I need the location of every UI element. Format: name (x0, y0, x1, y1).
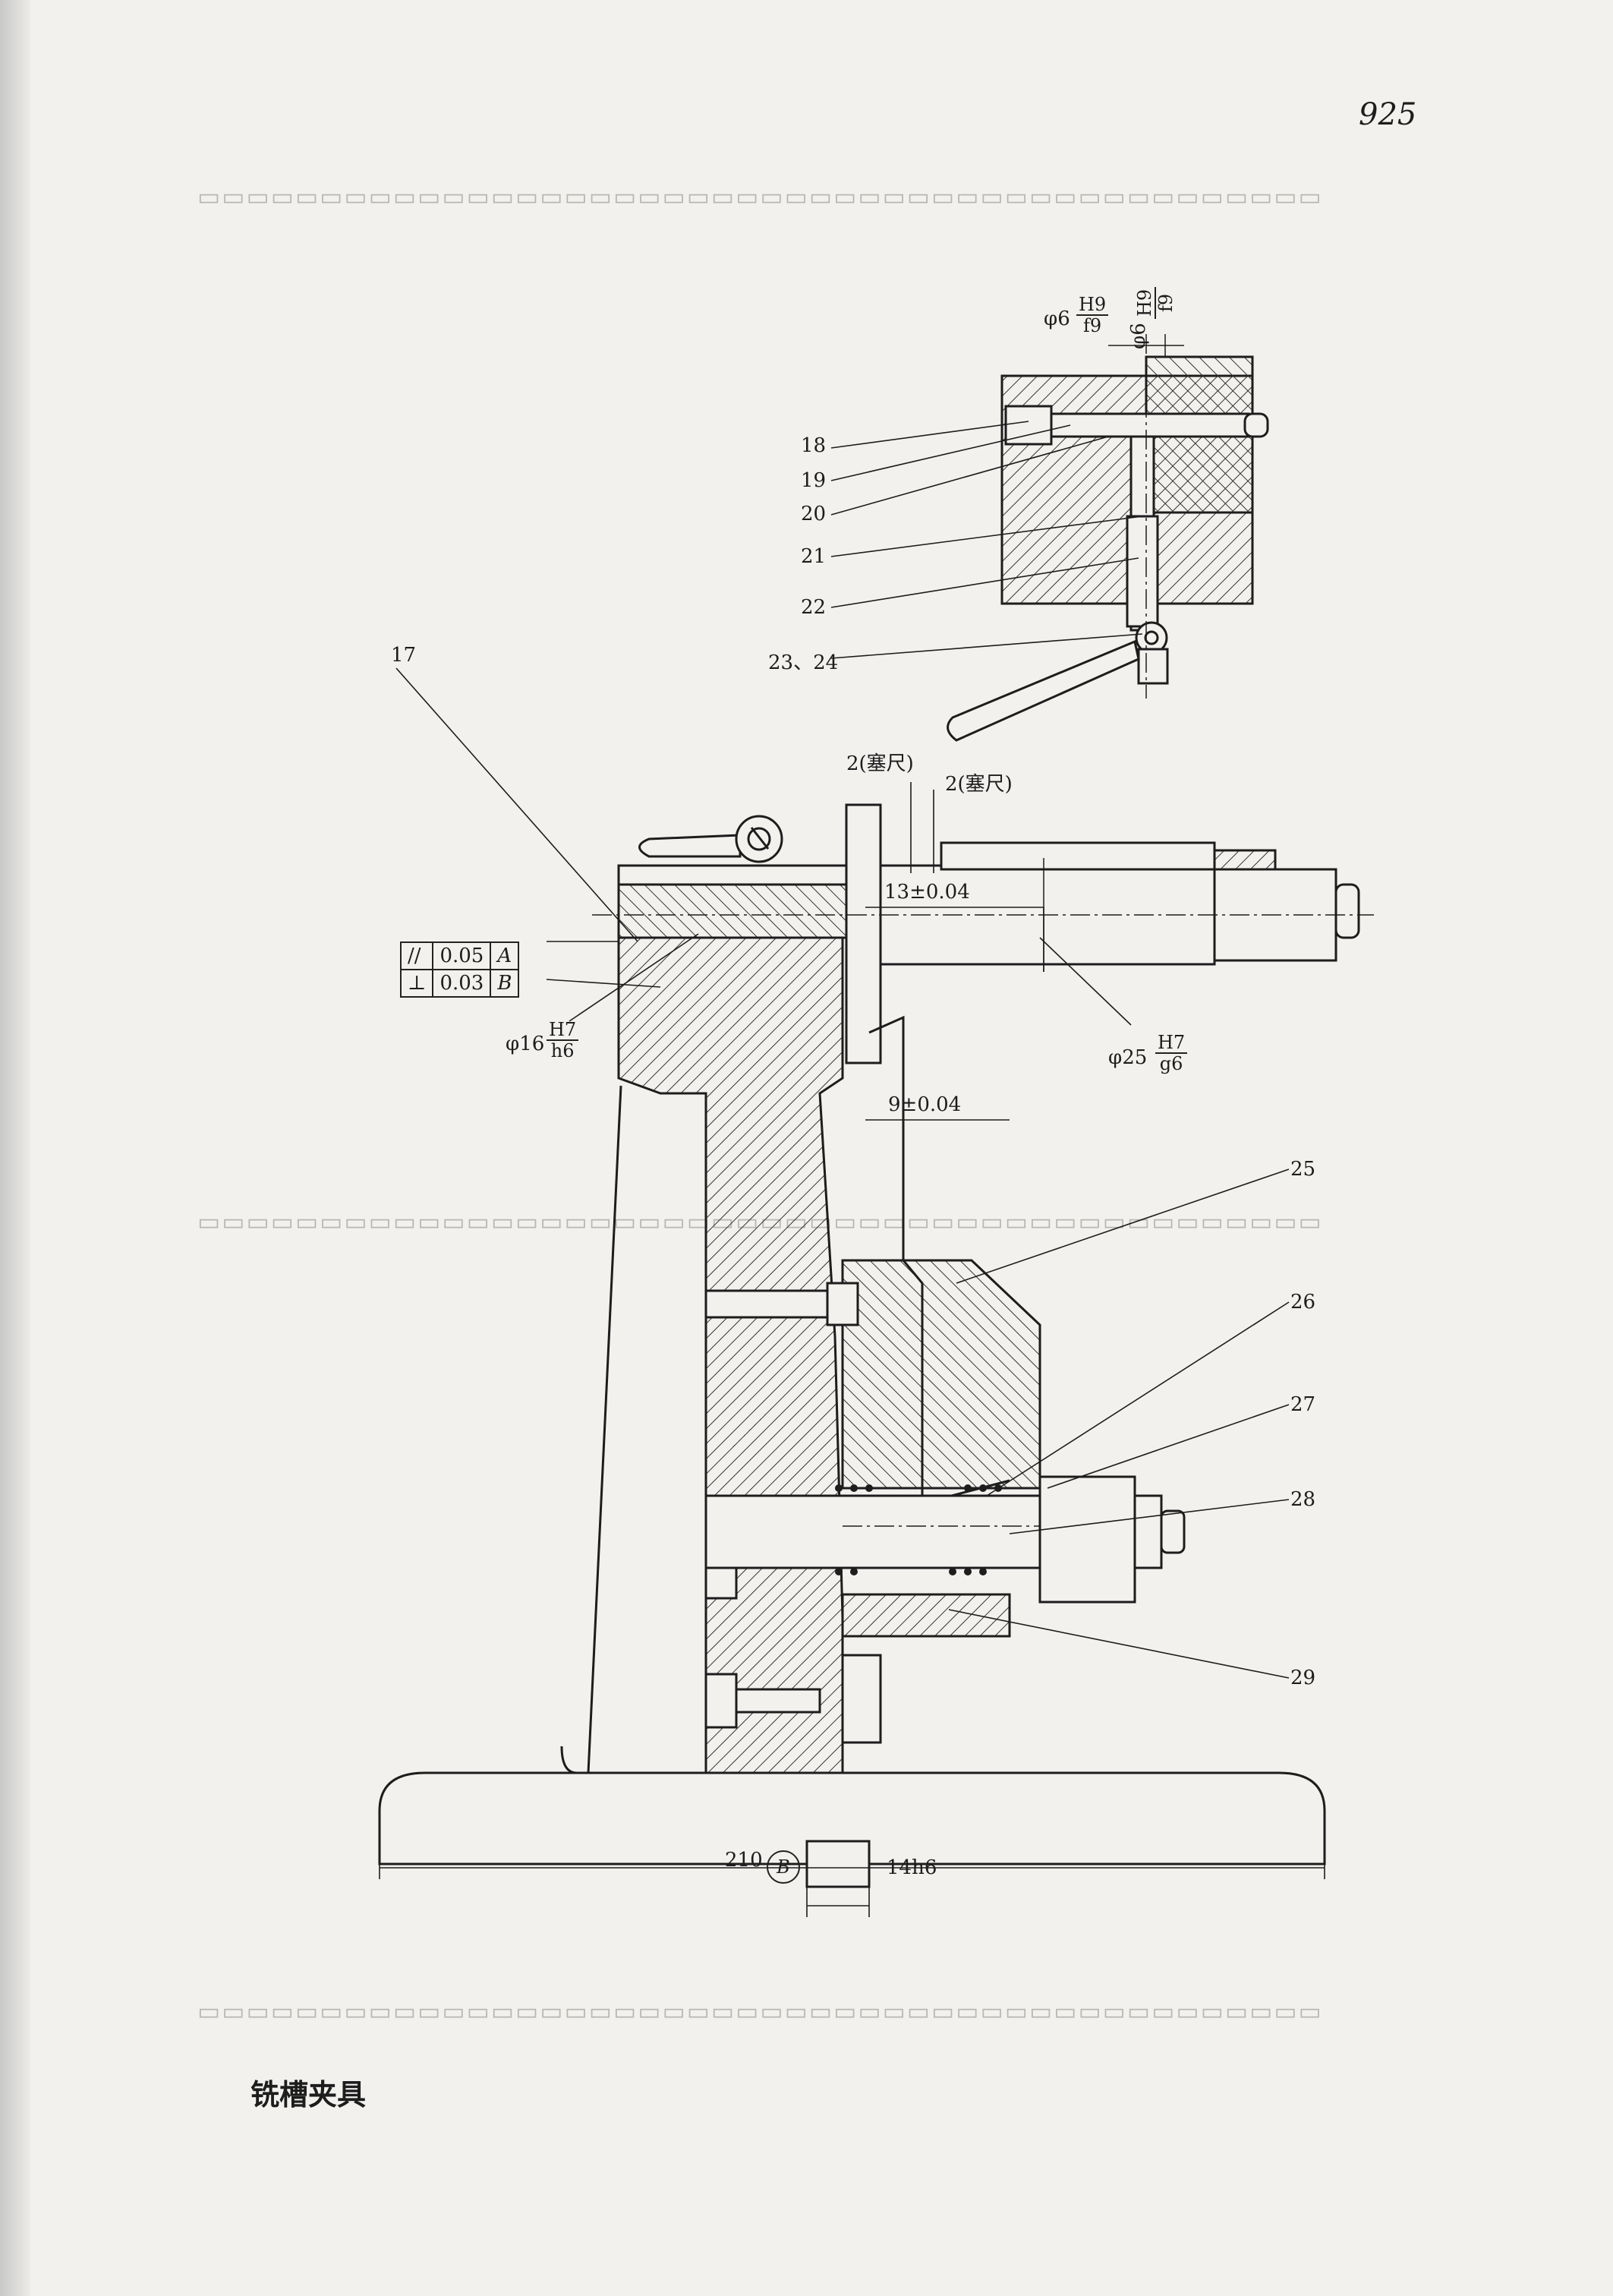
fit-phi25-prefix: φ25 (1108, 1046, 1148, 1069)
part-label-19: 19 (801, 469, 827, 492)
part-label-21: 21 (801, 545, 827, 568)
part-label-28: 28 (1290, 1488, 1316, 1511)
tolerance-row-parallelism: // 0.05 A (399, 941, 520, 970)
gauge-label-2: 2(塞尺) (945, 773, 1013, 796)
geometric-tolerance-frame: // 0.05 A ⊥ 0.03 B (399, 941, 520, 998)
dimension-14h6: 14h6 (887, 1856, 937, 1879)
fit-denominator: f9 (1083, 315, 1102, 336)
tolerance-symbol: ⊥ (399, 969, 434, 998)
part-label-26: 26 (1290, 1291, 1316, 1314)
fit-phi25: H7 g6 (1155, 1033, 1188, 1074)
part-label-27: 27 (1290, 1393, 1316, 1416)
page-binding-shadow (0, 0, 30, 2296)
part-label-23-24: 23、24 (768, 651, 839, 674)
fit-numerator: H9 (1076, 295, 1109, 316)
fit-phi16-prefix: φ16 (506, 1033, 545, 1055)
dimension-13: 13±0.04 (884, 881, 970, 904)
fit-numerator: H7 (1155, 1033, 1188, 1054)
fit-phi6-left-prefix: φ6 (1044, 308, 1070, 330)
main-assembly (378, 803, 1374, 1888)
fit-phi6-right-prefix: φ6 (1127, 323, 1150, 349)
fit-numerator: H9 (1134, 286, 1156, 319)
fit-denominator: h6 (550, 1040, 575, 1061)
part-label-18: 18 (801, 434, 827, 457)
fit-denominator: g6 (1159, 1053, 1183, 1074)
figure-caption: 铣槽夹具 (250, 2077, 367, 2112)
dimension-210: 210 (725, 1849, 763, 1872)
page-number: 925 (1359, 97, 1417, 132)
fit-phi6-left: H9 f9 (1076, 295, 1109, 336)
fit-phi6-right: φ6 H9 f9 (1127, 197, 1211, 349)
part-label-25: 25 (1290, 1158, 1316, 1181)
gauge-label-1: 2(塞尺) (846, 752, 914, 775)
datum-b-symbol: B (767, 1850, 800, 1884)
part-label-20: 20 (801, 503, 827, 525)
dimension-9: 9±0.04 (888, 1093, 962, 1116)
part-label-29: 29 (1290, 1667, 1316, 1689)
fit-numerator: H7 (547, 1020, 579, 1041)
tolerance-row-perpendicularity: ⊥ 0.03 B (399, 969, 520, 998)
show-through-text: ▭▭▭▭▭▭▭▭▭▭▭▭▭▭▭▭▭▭▭▭▭▭▭▭▭▭▭▭▭▭▭▭▭▭▭▭▭▭▭▭… (197, 1997, 1323, 2026)
tolerance-datum: B (490, 969, 520, 998)
detail-view-clamp (947, 334, 1269, 742)
fit-phi6-right-fraction: H9 f9 (1134, 286, 1177, 319)
tolerance-datum: A (490, 941, 520, 970)
tolerance-value: 0.05 (432, 941, 492, 970)
fit-phi16: H7 h6 (547, 1020, 579, 1061)
tolerance-value: 0.03 (432, 969, 492, 998)
part-label-22: 22 (801, 596, 827, 619)
part-label-17: 17 (391, 644, 417, 667)
fit-denominator: f9 (1155, 293, 1177, 312)
show-through-text: ▭▭▭▭▭▭▭▭▭▭▭▭▭▭▭▭▭▭▭▭▭▭▭▭▭▭▭▭▭▭▭▭▭▭▭▭▭▭▭▭… (197, 182, 1323, 211)
tolerance-symbol: // (399, 941, 434, 970)
